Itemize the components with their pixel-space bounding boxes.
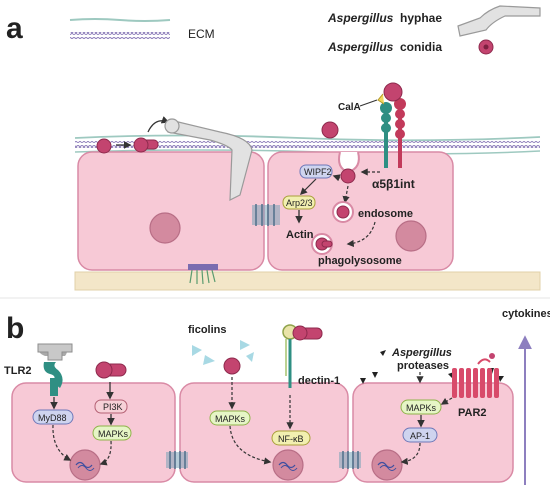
aspergillus-label: Aspergillus — [391, 347, 452, 359]
ecm-legend-green-line — [69, 18, 171, 22]
mapks-box-b3 — [400, 399, 442, 415]
conidia-legend-core — [483, 44, 489, 50]
mapks-to-nucleus-arrow-b2 — [229, 425, 272, 465]
hypha-invading — [167, 119, 253, 201]
par2-label: PAR2 — [458, 407, 487, 419]
ecm-weave-top — [75, 141, 540, 148]
ficolin-1 — [192, 345, 202, 356]
mapks-label-b3: MAPKs — [406, 403, 437, 413]
hyphae-legend-word: hyphae — [400, 11, 442, 25]
surface-conidium-2 — [321, 121, 339, 139]
protease-4 — [498, 376, 504, 382]
bound-conidium — [383, 82, 403, 102]
phagolysosome-label: phagolysosome — [318, 255, 402, 267]
ecm-legend-label: ECM — [188, 27, 215, 41]
proteases-label: proteases — [397, 360, 449, 372]
conidium-b2 — [223, 357, 241, 375]
ap1-label: AP-1 — [410, 431, 430, 441]
cell-junction-b2 — [339, 451, 361, 469]
cala-ligand — [377, 93, 385, 105]
nucleus-b3 — [371, 449, 403, 481]
basal-anchor — [188, 264, 218, 285]
nfkb-box — [271, 430, 311, 446]
conidia-legend-word: conidia — [400, 40, 442, 54]
cytokines-label: cytokines — [502, 308, 550, 320]
nucleus-right — [395, 220, 427, 252]
myd88-to-nucleus-arrow — [52, 424, 72, 461]
cell-junction-a — [252, 204, 280, 226]
ficolin-4 — [246, 352, 254, 362]
hypha-tip-spore — [164, 118, 180, 134]
ap1-box — [402, 427, 438, 443]
actin-label: Actin — [286, 229, 314, 241]
myd88-label: MyD88 — [38, 413, 67, 423]
wipf2-box — [299, 164, 333, 179]
ficolin-3 — [240, 340, 250, 350]
cell-junction-b1 — [166, 451, 188, 469]
mapks-box-b2 — [209, 410, 251, 426]
cala-label: CalA — [338, 102, 361, 113]
arp23-label: Arp2/3 — [286, 198, 313, 208]
hyphae-legend-icon — [457, 5, 541, 37]
arp23-box — [282, 195, 316, 210]
wipf2-label: WIPF2 — [304, 167, 332, 177]
mapks-box-b1 — [92, 425, 132, 441]
protease-2 — [372, 372, 378, 378]
epithelial-cell-b2 — [179, 382, 349, 483]
legend-ecm: ECM — [69, 18, 215, 41]
conidia-legend-species: Aspergillus — [327, 40, 394, 54]
legend-hyphae: Aspergillus hyphae — [327, 5, 541, 37]
panel-a-label: a — [6, 12, 23, 45]
nucleus-b2 — [272, 449, 304, 481]
germinating-conidium-b1 — [95, 361, 127, 379]
nfkb-label: NF-κB — [278, 434, 304, 444]
panel-b-label: b — [6, 312, 24, 345]
basement-layer — [74, 271, 541, 291]
pi3k-label: PI3K — [103, 402, 123, 412]
hyphae-legend-species: Aspergillus — [327, 11, 394, 25]
ficolins-label: ficolins — [188, 324, 227, 336]
ap1-to-nucleus-arrow — [400, 442, 421, 465]
phagolysosome-conidium — [315, 237, 333, 251]
germinating-conidium-b2 — [292, 325, 323, 341]
cala-pointer — [359, 99, 378, 107]
ecm-legend-weave — [70, 32, 170, 39]
integrin-label: α5β1int — [372, 177, 415, 191]
surface-conidium-1 — [96, 138, 112, 154]
protease-6 — [360, 378, 366, 384]
mapks-to-nucleus-arrow-b1 — [99, 440, 112, 466]
wipf2-arrow — [299, 178, 317, 196]
endosome-label: endosome — [358, 208, 413, 220]
pi3k-box — [94, 399, 128, 414]
protease-1 — [380, 350, 386, 356]
mapks-label-b1: MAPKs — [98, 429, 129, 439]
integrin-receptor — [380, 98, 406, 168]
to-endosome-arrow — [342, 185, 350, 204]
tlr2-receptor — [37, 343, 73, 396]
dectin1-label: dectin-1 — [298, 375, 340, 387]
endosome-conidium — [336, 205, 350, 219]
tlr2-label: TLR2 — [4, 365, 32, 377]
nucleus-b1 — [69, 449, 101, 481]
legend-conidia: Aspergillus conidia — [327, 39, 494, 55]
myd88-box — [32, 409, 74, 425]
ficolin-2 — [203, 355, 215, 365]
conidium-to-wipf2-arrow — [332, 174, 341, 182]
par2-receptor — [452, 353, 499, 398]
internalizing-conidium — [340, 168, 356, 184]
mapks-label-b2: MAPKs — [215, 414, 246, 424]
nucleus-left — [149, 212, 181, 244]
par2-to-mapks-arrow — [440, 397, 453, 405]
growth-arrow — [147, 116, 170, 133]
ecm-fiber-top — [74, 134, 541, 142]
germinating-conidium — [133, 137, 159, 153]
